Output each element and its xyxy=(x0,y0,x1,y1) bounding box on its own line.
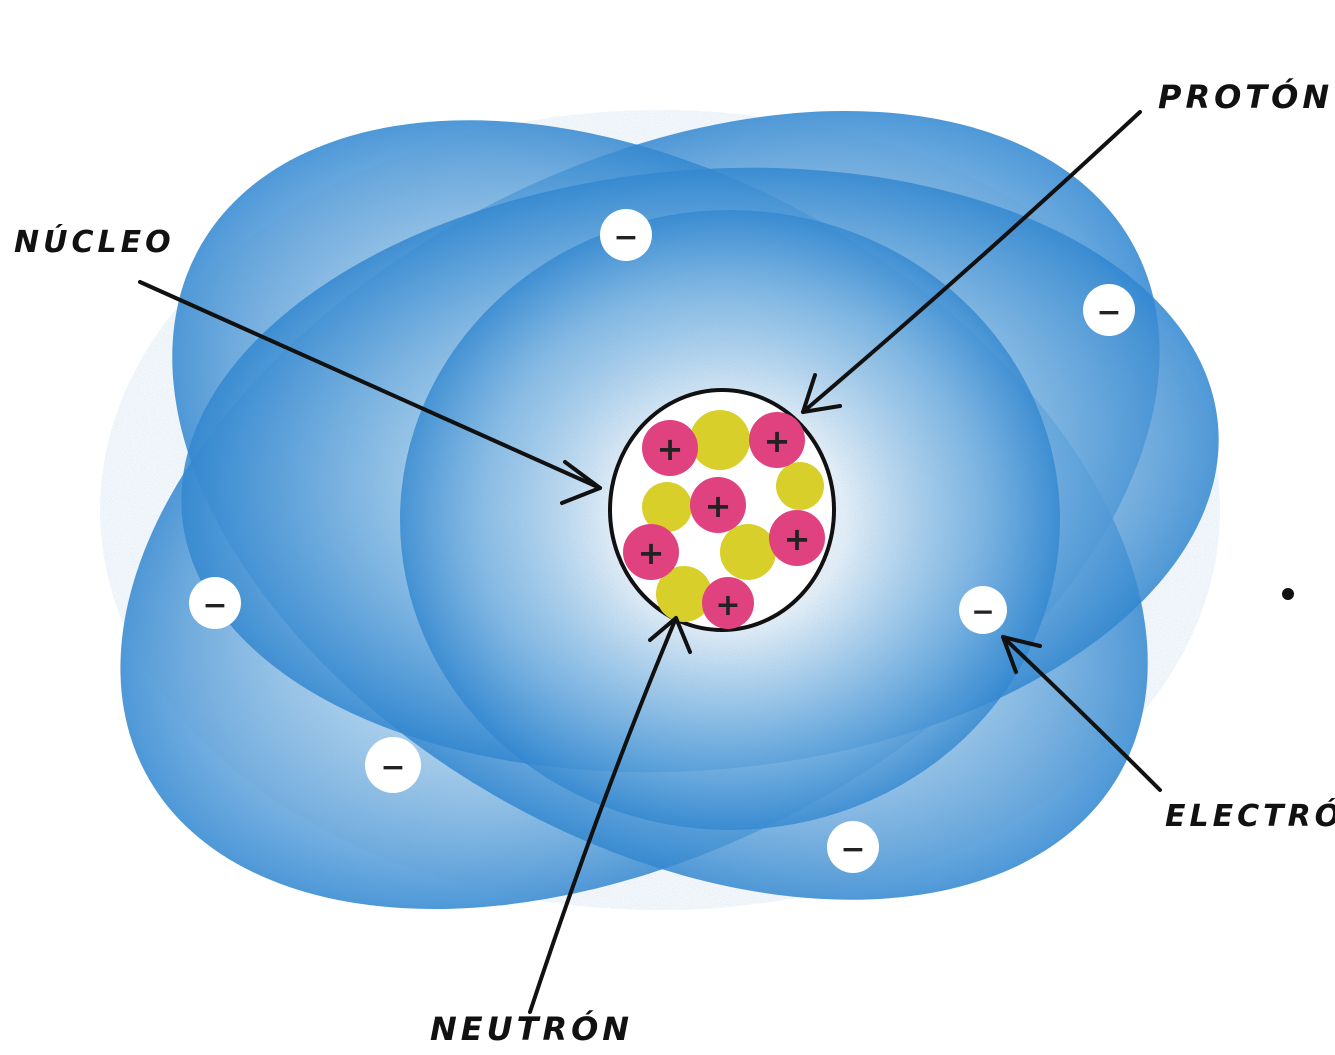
arrow-nucleus xyxy=(138,280,602,505)
electron: − xyxy=(1083,284,1135,336)
proton: + xyxy=(623,524,679,580)
proton: + xyxy=(690,477,746,533)
svg-text:+: + xyxy=(638,534,665,572)
proton: + xyxy=(702,577,754,629)
neutron xyxy=(642,482,692,532)
arrow-neutron xyxy=(528,616,692,1014)
electron: − xyxy=(827,821,879,873)
neutron xyxy=(720,524,776,580)
electrons: − − − − − − xyxy=(189,209,1135,873)
svg-text:+: + xyxy=(657,430,684,468)
nucleus: + + + + + + xyxy=(608,388,836,632)
proton: + xyxy=(749,412,805,468)
neutron xyxy=(776,462,824,510)
neutron xyxy=(690,410,750,470)
proton: + xyxy=(642,420,698,476)
neutron xyxy=(656,566,712,622)
svg-text:−: − xyxy=(840,832,865,867)
label-proton: PROTÓN xyxy=(1158,77,1333,116)
label-nucleus: NÚCLEO xyxy=(14,223,175,260)
svg-text:−: − xyxy=(971,595,994,628)
svg-text:−: − xyxy=(1096,295,1121,330)
electron: − xyxy=(365,737,421,793)
electron: − xyxy=(600,209,652,261)
svg-text:−: − xyxy=(613,220,638,255)
arrow-electron xyxy=(1001,635,1162,792)
svg-text:−: − xyxy=(380,750,405,785)
electron: − xyxy=(959,586,1007,634)
dot-mark xyxy=(1282,588,1294,600)
svg-text:−: − xyxy=(202,588,227,623)
proton: + xyxy=(769,510,825,566)
svg-text:+: + xyxy=(715,588,740,623)
svg-text:+: + xyxy=(764,422,791,460)
svg-text:+: + xyxy=(784,520,811,558)
svg-text:+: + xyxy=(705,487,732,525)
arrow-proton xyxy=(801,110,1142,414)
electron: − xyxy=(189,577,241,629)
label-electron: ELECTRÓ xyxy=(1165,797,1335,834)
label-neutron: NEUTRÓN xyxy=(430,1009,633,1048)
